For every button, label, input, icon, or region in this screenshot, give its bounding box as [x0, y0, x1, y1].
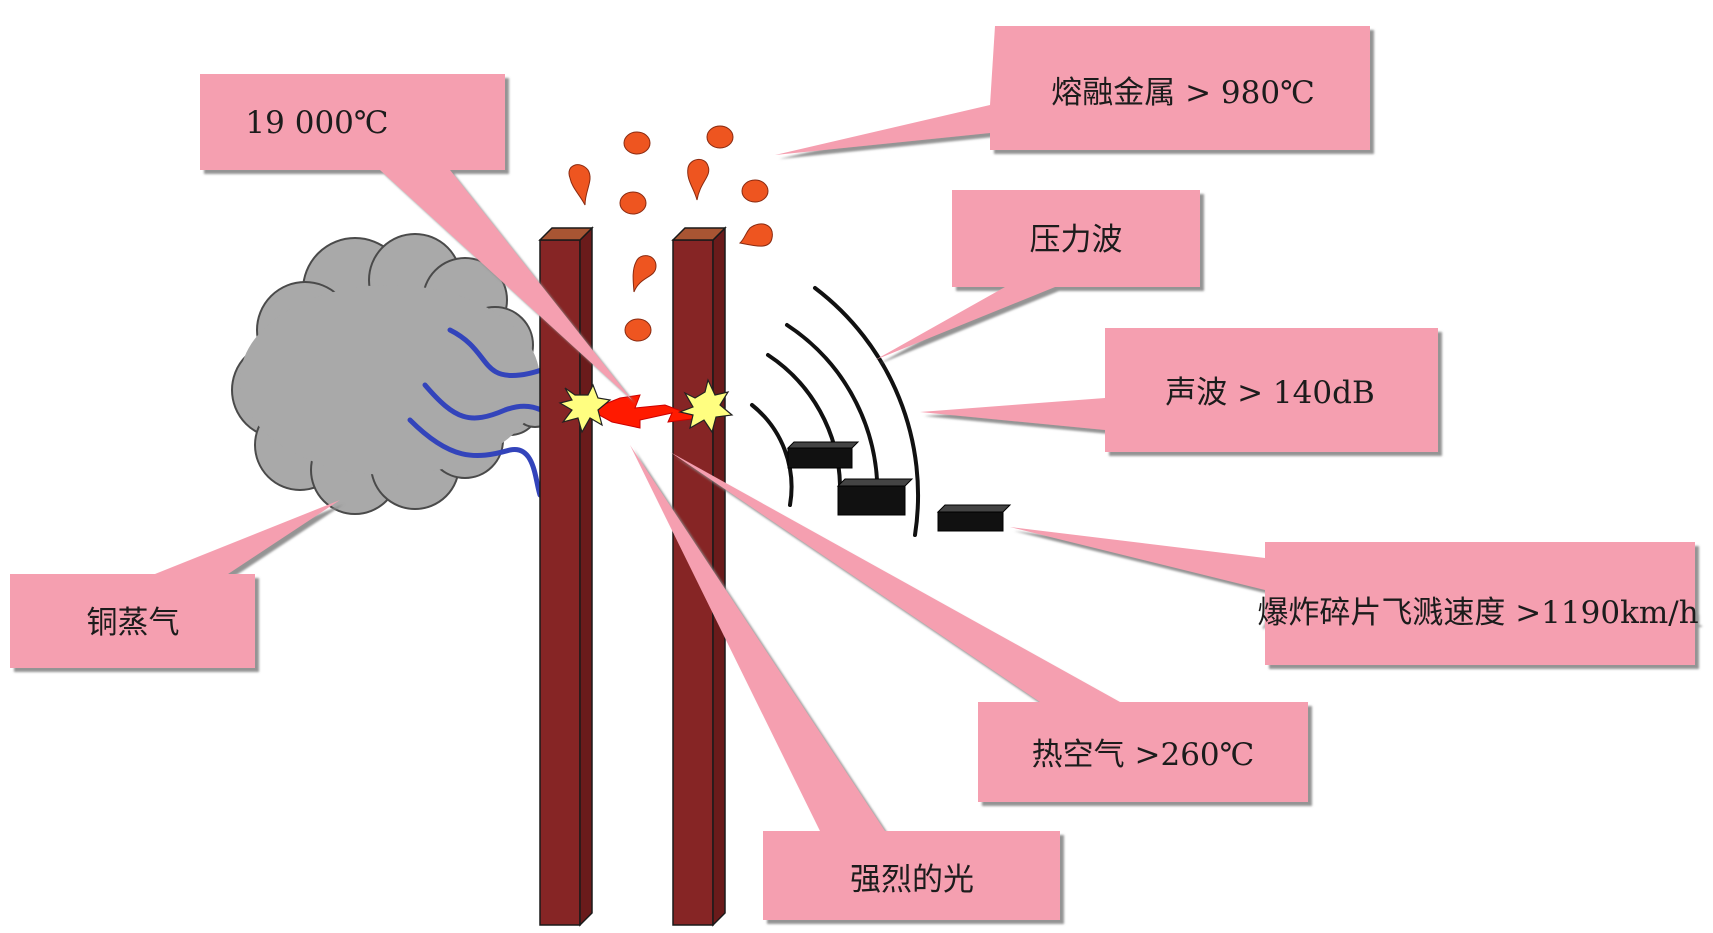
callout-copper-vapor: 铜蒸气: [10, 500, 340, 668]
shrapnel-label: 爆炸碎片飞溅速度 >1190km/h: [1257, 595, 1698, 631]
copper-vapor-cloud-icon: [231, 233, 558, 515]
callout-pressure-wave: 压力波: [875, 190, 1200, 360]
molten-droplets-icon: [568, 125, 773, 342]
callout-sound-wave: 声波 > 140dB: [920, 328, 1438, 452]
callout-temperature: 19 000℃: [200, 74, 632, 400]
left-spark-icon: [558, 383, 612, 434]
hot-air-label: 热空气 >260℃: [1032, 737, 1255, 773]
pressure-wave-label: 压力波: [1030, 222, 1123, 258]
shrapnel-fragments-icon: [786, 441, 1012, 532]
pressure-wave-arcs-icon: [750, 286, 921, 537]
callout-molten-metal: 熔融金属 > 980℃: [775, 26, 1370, 155]
callout-shrapnel: 爆炸碎片飞溅速度 >1190km/h: [1010, 527, 1699, 665]
right-spark-icon: [677, 378, 734, 434]
callout-intense-light: 强烈的光: [630, 445, 1060, 920]
molten-metal-label: 熔融金属 > 980℃: [1051, 75, 1315, 111]
intense-light-label: 强烈的光: [850, 862, 974, 898]
copper-vapor-label: 铜蒸气: [87, 605, 180, 641]
callout-hot-air: 热空气 >260℃: [670, 452, 1308, 802]
sound-wave-label: 声波 > 140dB: [1165, 375, 1374, 411]
electric-arc-icon: [588, 394, 701, 429]
temperature-label: 19 000℃: [245, 105, 388, 141]
